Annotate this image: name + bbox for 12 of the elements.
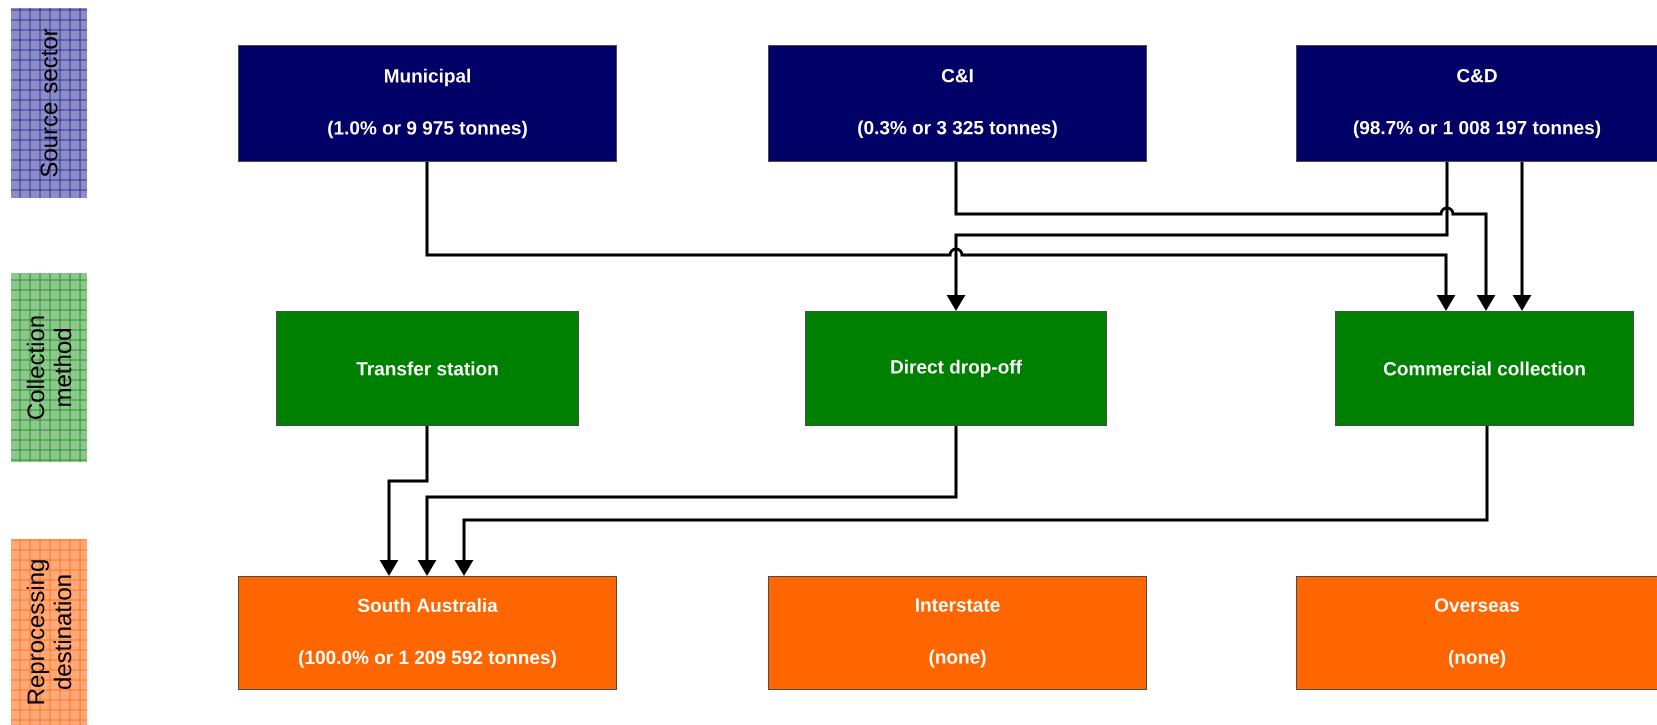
category-box: Interstate (none) bbox=[768, 576, 1147, 690]
row-band: Collection method bbox=[11, 273, 87, 462]
category-box: Overseas (none) bbox=[1296, 576, 1657, 690]
category-box: Commercial collection bbox=[1335, 311, 1634, 426]
category-box: Transfer station bbox=[276, 311, 579, 426]
category-box: Municipal (1.0% or 9 975 tonnes) bbox=[238, 45, 617, 162]
row-band: Source sector bbox=[11, 8, 87, 198]
row-band: Reprocessing destination bbox=[11, 539, 87, 725]
category-box: Direct drop-off bbox=[805, 311, 1107, 426]
category-box: C&I (0.3% or 3 325 tonnes) bbox=[768, 45, 1147, 162]
category-box: South Australia (100.0% or 1 209 592 tonnes) bbox=[238, 576, 617, 690]
category-box: C&D (98.7% or 1 008 197 tonnes) bbox=[1296, 45, 1657, 162]
